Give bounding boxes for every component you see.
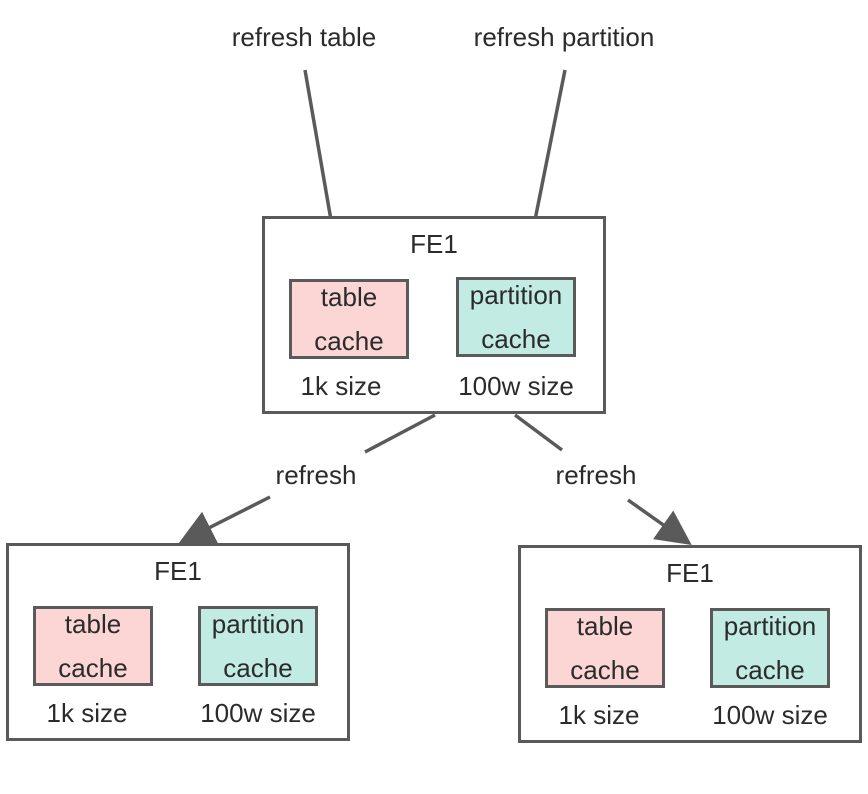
refresh-left-label: refresh (275, 460, 357, 490)
partition-cache-line2: cache (481, 324, 551, 354)
table-cache-size: 1k size (300, 371, 382, 401)
partition-cache-size: 100w size (712, 700, 828, 730)
table-cache-box: table cache (33, 606, 153, 686)
table-cache-line2: cache (314, 326, 384, 356)
fe-node-right: FE1 table cache partition cache 1k size … (518, 545, 862, 743)
refresh-partition-label: refresh partition (473, 22, 655, 52)
partition-cache-line1: partition (469, 280, 563, 310)
partition-cache-line2: cache (735, 655, 805, 685)
table-cache-line1: table (576, 611, 634, 641)
fe-node-title: FE1 (154, 556, 202, 586)
table-cache-line2: cache (58, 653, 128, 683)
arrow-refresh-left (178, 495, 271, 544)
refresh-right-label: refresh (555, 460, 637, 490)
connector-top-to-right-refresh (513, 413, 564, 452)
fe-node-left: FE1 table cache partition cache 1k size … (6, 543, 350, 741)
partition-cache-line1: partition (211, 609, 305, 639)
partition-cache-line2: cache (223, 653, 293, 683)
table-cache-size: 1k size (46, 698, 128, 728)
partition-cache-line1: partition (723, 611, 817, 641)
partition-cache-box: partition cache (710, 608, 830, 688)
fe-node-title: FE1 (410, 229, 458, 259)
table-cache-line1: table (64, 609, 122, 639)
table-cache-box: table cache (545, 608, 665, 688)
table-cache-box: table cache (289, 279, 409, 359)
fe-node-top: FE1 table cache partition cache 1k size … (262, 216, 606, 414)
refresh-table-label: refresh table (231, 22, 377, 52)
partition-cache-box: partition cache (456, 277, 576, 357)
fe-node-title: FE1 (666, 558, 714, 588)
table-cache-line2: cache (570, 655, 640, 685)
connector-top-to-left-refresh (364, 413, 436, 454)
arrow-refresh-right (626, 498, 692, 546)
partition-cache-size: 100w size (458, 371, 574, 401)
partition-cache-size: 100w size (200, 698, 316, 728)
partition-cache-box: partition cache (198, 606, 318, 686)
table-cache-size: 1k size (558, 700, 640, 730)
table-cache-line1: table (320, 282, 378, 312)
